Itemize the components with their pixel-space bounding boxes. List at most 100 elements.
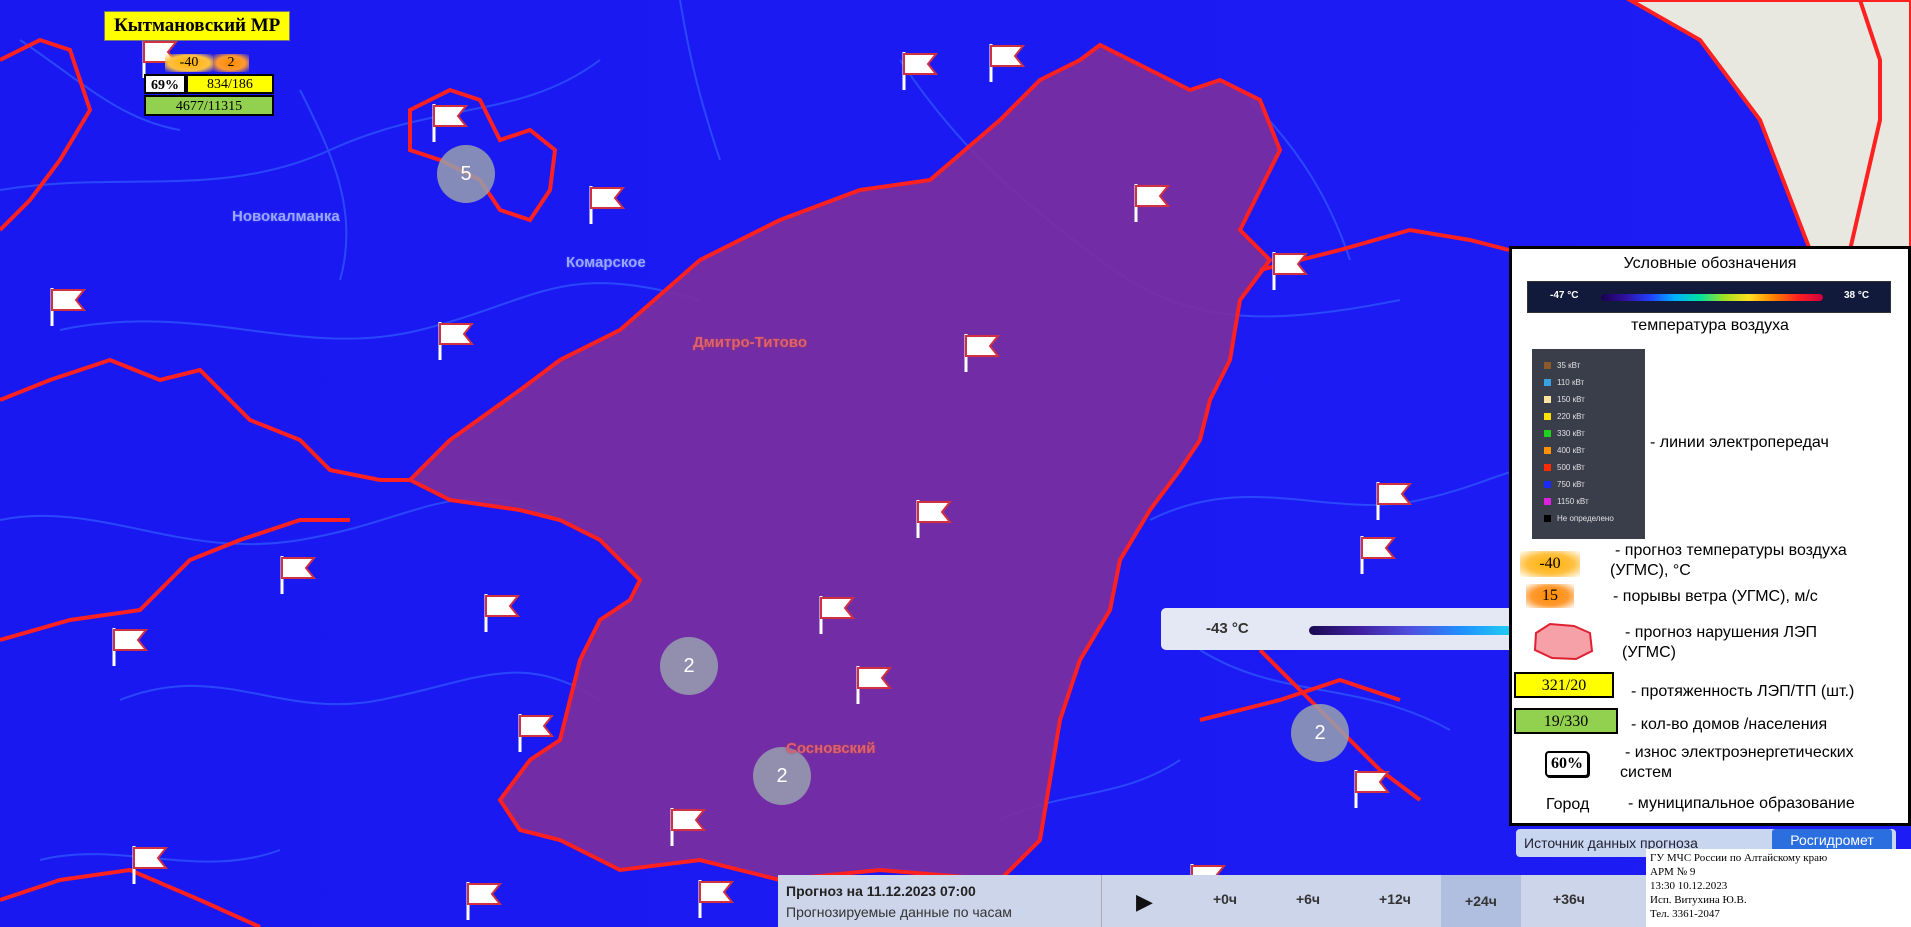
legend-panel: Условные обозначения -47 °C 38 °C темпер… xyxy=(1509,246,1911,826)
warning-flag-icon[interactable] xyxy=(1350,766,1396,810)
play-icon[interactable]: ▶ xyxy=(1136,889,1153,914)
place-label[interactable]: Новокалманка xyxy=(232,208,340,225)
lines-sample-chip: 321/20 xyxy=(1514,672,1614,698)
warning-flag-icon[interactable] xyxy=(1268,248,1314,292)
warning-flag-icon[interactable] xyxy=(985,40,1031,84)
voltage-swatch xyxy=(1544,379,1551,387)
voltage-class-row: 150 кВт xyxy=(1544,395,1585,404)
outage-legend-text-2: (УГМС) xyxy=(1622,644,1676,661)
warning-flag-icon[interactable] xyxy=(960,330,1006,374)
warning-flag-icon[interactable] xyxy=(434,318,480,362)
temperature-forecast-chip: -40 xyxy=(165,54,213,72)
forecast-subtitle: Прогнозируемые данные по часам xyxy=(786,904,1012,920)
data-source-value[interactable]: Росгидромет xyxy=(1772,829,1892,851)
voltage-class-row: 220 кВт xyxy=(1544,412,1585,421)
temperature-scale-label: -43 °C xyxy=(1206,620,1249,637)
warning-flag-icon[interactable] xyxy=(514,710,560,754)
flag-cluster[interactable]: 2 xyxy=(753,747,811,805)
temperature-gradient-legend: -47 °C 38 °C xyxy=(1527,281,1891,313)
lines-legend-text: - протяженность ЛЭП/ТП (шт.) xyxy=(1631,683,1855,700)
voltage-class-row: 330 кВт xyxy=(1544,429,1585,438)
gradient-max-label: 38 °C xyxy=(1844,290,1870,301)
step-button[interactable]: +0ч xyxy=(1212,891,1238,907)
flag-cluster[interactable]: 2 xyxy=(660,637,718,695)
warning-flag-icon[interactable] xyxy=(428,100,474,144)
step-button-active[interactable]: +24ч xyxy=(1441,875,1521,927)
outage-zone xyxy=(406,42,1283,883)
voltage-swatch xyxy=(1544,447,1551,455)
flag-cluster[interactable]: 2 xyxy=(1291,704,1349,762)
lines-substations-chip: 834/186 xyxy=(186,74,274,94)
wind-sample-chip: 15 xyxy=(1526,584,1574,608)
voltage-swatch xyxy=(1544,413,1551,421)
wear-percent-chip: 69% xyxy=(144,74,186,94)
warning-flag-icon[interactable] xyxy=(912,496,958,540)
wear-legend-text-2: систем xyxy=(1620,764,1672,781)
voltage-swatch xyxy=(1544,515,1551,523)
warning-flag-icon[interactable] xyxy=(128,842,174,886)
warning-flag-icon[interactable] xyxy=(1356,532,1402,576)
stamp-line: Исп. Витухина Ю.В. xyxy=(1650,894,1747,906)
stamp-line: АРМ № 9 xyxy=(1650,866,1696,878)
stamp-line: Тел. 3361-2047 xyxy=(1650,908,1720,920)
legend-title: Условные обозначения xyxy=(1623,255,1797,272)
warning-flag-icon[interactable] xyxy=(46,284,92,328)
warning-flag-icon[interactable] xyxy=(462,878,508,922)
place-label[interactable]: Комарское xyxy=(566,254,646,271)
voltage-class-row: 400 кВт xyxy=(1544,446,1585,455)
houses-legend-text: - кол-во домов /населения xyxy=(1631,716,1828,733)
outage-zone-swatch xyxy=(1533,622,1594,661)
voltage-class-row: 35 кВт xyxy=(1544,361,1580,370)
voltage-swatch xyxy=(1544,362,1551,370)
warning-flag-icon[interactable] xyxy=(276,552,322,596)
voltage-swatch xyxy=(1544,498,1551,506)
voltage-swatch xyxy=(1544,430,1551,438)
temp-legend-text: - прогноз температуры воздуха xyxy=(1615,542,1847,559)
wind-legend-text: - порывы ветра (УГМС), м/с xyxy=(1613,588,1818,605)
temperature-scale-bar xyxy=(1309,626,1513,635)
forecast-title: Прогноз на 11.12.2023 07:00 xyxy=(786,883,976,899)
place-label[interactable]: Сосновский xyxy=(786,740,876,757)
author-stamp: ГУ МЧС России по Алтайскому краю АРМ № 9… xyxy=(1646,849,1911,927)
voltage-class-row: 1150 кВт xyxy=(1544,497,1589,506)
flag-cluster[interactable]: 5 xyxy=(437,145,495,203)
voltage-class-row: 750 кВт xyxy=(1544,480,1585,489)
voltage-swatch xyxy=(1544,396,1551,404)
warning-flag-icon[interactable] xyxy=(815,592,861,636)
forecast-timeline: Прогноз на 11.12.2023 07:00 Прогнозируем… xyxy=(778,875,1646,927)
warning-flag-icon[interactable] xyxy=(585,182,631,226)
temperature-scale-strip[interactable]: -43 °C xyxy=(1161,608,1513,650)
data-source-bar: Источник данных прогноза Росгидромет xyxy=(1516,829,1896,857)
warning-flag-icon[interactable] xyxy=(108,624,154,668)
data-source-label: Источник данных прогноза xyxy=(1524,835,1698,851)
warning-flag-icon[interactable] xyxy=(666,804,712,848)
temp-sample-chip: -40 xyxy=(1520,551,1580,577)
wear-legend-text: - износ электроэнергетических xyxy=(1625,744,1854,761)
wear-sample-chip: 60% xyxy=(1545,751,1589,777)
warning-flag-icon[interactable] xyxy=(480,590,526,634)
voltage-swatch xyxy=(1544,464,1551,472)
stamp-line: 13:30 10.12.2023 xyxy=(1650,880,1728,892)
warning-flag-icon[interactable] xyxy=(898,48,944,92)
step-button[interactable]: +36ч xyxy=(1553,891,1585,907)
warning-flag-icon[interactable] xyxy=(1130,180,1176,224)
temperature-gradient-bar xyxy=(1601,294,1823,301)
gradient-min-label: -47 °C xyxy=(1550,290,1579,301)
warning-flag-icon[interactable] xyxy=(852,662,898,706)
step-button[interactable]: +6ч xyxy=(1295,891,1321,907)
warning-flag-icon[interactable] xyxy=(1372,478,1418,522)
city-legend-text: - муниципальное образование xyxy=(1628,795,1855,812)
separator xyxy=(1101,875,1102,927)
temp-legend-text-2: (УГМС), °С xyxy=(1610,562,1691,579)
wind-gust-chip: 2 xyxy=(213,54,249,72)
gradient-caption: температура воздуха xyxy=(1631,317,1789,334)
voltage-class-row: 500 кВт xyxy=(1544,463,1585,472)
outage-legend-text: - прогноз нарушения ЛЭП xyxy=(1625,624,1817,641)
houses-sample-chip: 19/330 xyxy=(1514,708,1618,734)
warning-flag-icon[interactable] xyxy=(694,876,740,920)
stamp-line: ГУ МЧС России по Алтайскому краю xyxy=(1650,852,1828,864)
voltage-class-legend: 35 кВт 110 кВт 150 кВт 220 кВт 330 кВт 4… xyxy=(1532,349,1645,539)
step-button[interactable]: +12ч xyxy=(1379,891,1411,907)
voltage-class-row: 110 кВт xyxy=(1544,378,1584,387)
place-label[interactable]: Дмитро-Титово xyxy=(693,334,807,351)
